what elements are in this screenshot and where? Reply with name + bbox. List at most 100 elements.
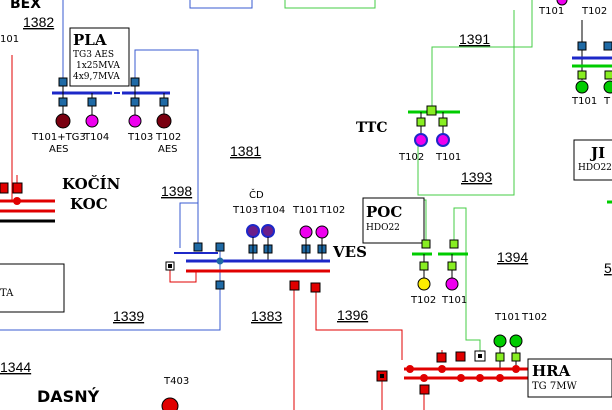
line-number-1383[interactable]: 1383 [251, 308, 282, 324]
dasny-transformer-t403[interactable] [161, 397, 179, 410]
pla-switch-t101[interactable] [58, 97, 68, 107]
line-number-1382[interactable]: 1382 [23, 14, 54, 30]
line-number-1344[interactable]: 1344 [0, 359, 31, 375]
cd-label-t104: T104 [259, 205, 285, 216]
line-number-1381[interactable]: 1381 [230, 143, 261, 159]
hra-transformer-t101[interactable] [493, 334, 507, 348]
poc-breaker-right[interactable] [449, 239, 459, 249]
ji-label-box [573, 139, 612, 181]
hra-label-t102: T102 [521, 312, 547, 323]
pla-transformer-t104[interactable] [85, 114, 99, 128]
line-1398 [179, 202, 198, 248]
hra-node-2 [420, 374, 428, 382]
pla-breaker-right[interactable] [130, 77, 140, 87]
line-number-edge-5[interactable]: 5 [604, 260, 612, 276]
pla-label-t102: T102 [155, 132, 181, 143]
pla-switch-t103[interactable] [130, 97, 140, 107]
ji-sub: HDO22 [578, 163, 612, 173]
ves-breaker-1383[interactable] [289, 280, 300, 291]
ttc-switch-t102[interactable] [416, 117, 426, 127]
top-right-breaker[interactable] [577, 41, 587, 51]
ttc-switch-t101[interactable] [438, 117, 448, 127]
hra-breaker-bottom[interactable] [419, 384, 430, 395]
koc-breaker-right[interactable] [12, 182, 23, 194]
left-station-box: TA [0, 263, 65, 313]
pla-label-t104: T104 [83, 132, 109, 143]
ttc-breaker[interactable] [426, 105, 437, 116]
line-ves-red [169, 266, 197, 283]
line-number-1391[interactable]: 1391 [459, 31, 490, 47]
hra-switch-t102[interactable] [511, 352, 521, 362]
hra-transformer-t102[interactable] [509, 334, 523, 348]
koc-breaker-left[interactable] [0, 182, 9, 194]
ves-node [216, 257, 224, 265]
poc-label-box [362, 197, 425, 244]
line-pla-ves-2 [0, 245, 221, 331]
poc-transformer-t101[interactable] [445, 277, 459, 291]
hra-breaker-1[interactable] [436, 352, 447, 363]
line-number-1398[interactable]: 1398 [161, 183, 192, 199]
pla-info-2: 1x25MVA [76, 61, 120, 71]
line-ttc-1391 [431, 0, 533, 108]
station-dasny: DASNÝ T403 [37, 376, 189, 410]
pla-label-t101: T101+TG3 [31, 132, 86, 143]
ves-transformer-t102[interactable] [315, 225, 329, 239]
top-right-breaker-right[interactable] [603, 41, 612, 51]
pla-transformer-t102[interactable] [156, 113, 172, 129]
ves-breaker-1339[interactable] [215, 280, 225, 290]
ttc-name: TTC [356, 120, 387, 136]
pla-transformer-t101[interactable] [55, 113, 71, 129]
ves-label-t102: T102 [319, 205, 345, 216]
pla-info-1: TG3 AES [73, 50, 114, 60]
hra-breaker-2[interactable] [455, 351, 466, 362]
bex-t101-fragment: 101 [0, 34, 19, 45]
station-ttc: TTC T102 T101 [356, 105, 461, 163]
poc-switch-t101[interactable] [447, 261, 457, 271]
ttc-transformer-t102[interactable] [414, 133, 428, 147]
pla-switch-t102[interactable] [159, 97, 169, 107]
top-right-transformer-t102[interactable] [603, 80, 612, 94]
cd-transformer-t104[interactable] [261, 224, 275, 238]
pla-transformer-t103[interactable] [128, 114, 142, 128]
poc-label-t101: T101 [441, 295, 467, 306]
line-number-1339[interactable]: 1339 [113, 308, 144, 324]
ves-label-t101: T101 [292, 205, 318, 216]
line-number-1396[interactable]: 1396 [337, 307, 368, 323]
line-number-1394[interactable]: 1394 [497, 249, 528, 265]
top-right-transformer-t101[interactable] [575, 80, 589, 94]
line-1396 [315, 286, 403, 360]
pla-breaker-left[interactable] [58, 77, 68, 87]
dasny-label-t403: T403 [163, 376, 189, 387]
pla-name: PLA [73, 31, 107, 49]
ttc-label-t101: T101 [435, 152, 461, 163]
ves-breaker-1381[interactable] [215, 242, 225, 252]
ves-breaker-1398[interactable] [193, 242, 203, 252]
station-hra: T101 T102 HRA TG 7MW [376, 312, 612, 398]
ttc-transformer-t101[interactable] [436, 133, 450, 147]
top-right-switch-left[interactable] [577, 70, 587, 80]
cd-label-t103: T103 [232, 205, 258, 216]
cd-transformer-t103[interactable] [246, 224, 260, 238]
ves-transformer-t101[interactable] [299, 225, 313, 239]
top-right-label-t102: T102 [581, 6, 607, 17]
line-number-1393[interactable]: 1393 [461, 169, 492, 185]
station-ves: ČD T103 T104 T101 T102 VES [165, 188, 367, 293]
pla-label-t103: T103 [127, 132, 153, 143]
poc-transformer-t102[interactable] [417, 277, 431, 291]
left-box-frame [0, 263, 65, 313]
poc-switch-t102[interactable] [419, 261, 429, 271]
top-right-transformer-top[interactable] [556, 0, 568, 6]
poc-sub: HDO22 [366, 223, 400, 233]
pla-switch-t104[interactable] [87, 97, 97, 107]
koc-name-1: KOČÍN [62, 175, 121, 193]
bex-name: BEX [10, 0, 41, 12]
poc-breaker-left[interactable] [421, 239, 431, 249]
poc-label-t102: T102 [410, 295, 436, 306]
top-right-switch-right[interactable] [604, 70, 612, 80]
hra-switch-t101[interactable] [495, 352, 505, 362]
ves-breaker-1396[interactable] [310, 282, 321, 293]
cd-name: ČD [249, 188, 264, 201]
left-box-fragment: TA [0, 288, 14, 299]
koc-name-2: KOC [70, 195, 108, 213]
top-right-label-t101-b: T101 [571, 96, 597, 107]
